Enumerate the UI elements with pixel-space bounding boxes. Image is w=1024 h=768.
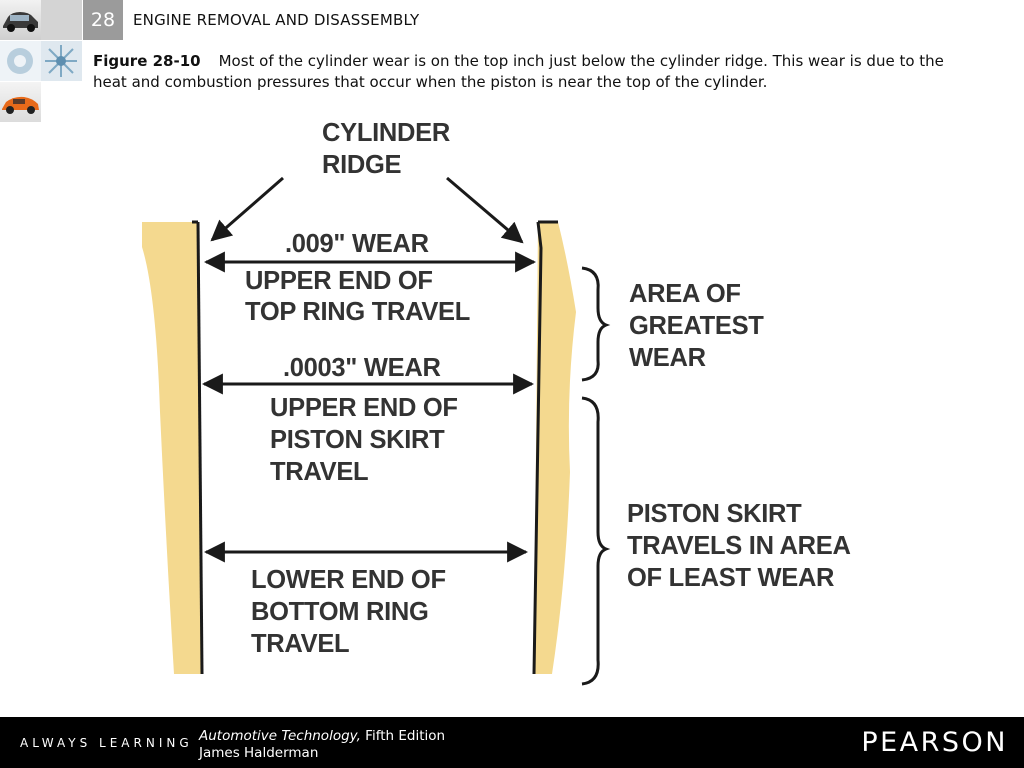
upper-top-ring-label-1: UPPER END OF — [245, 267, 433, 295]
left-bore-line — [196, 221, 204, 675]
right-cylinder-wall — [534, 222, 576, 674]
cylinder-wear-diagram: CYLINDER RIDGE .009" WEAR UPPER END OF T… — [142, 119, 851, 686]
publisher-logo: PEARSON — [861, 727, 1008, 758]
book-edition: Fifth Edition — [360, 728, 446, 744]
always-learning-tagline: ALWAYS LEARNING — [20, 736, 193, 750]
cylinder-ridge-label-1: CYLINDER — [322, 119, 450, 147]
greatest-wear-label-2: GREATEST — [629, 312, 764, 340]
figure-label: Figure 28-10 — [93, 52, 201, 70]
book-title: Automotive Technology, — [199, 728, 361, 744]
sports-car-thumbnail — [0, 82, 41, 122]
chapter-number: 28 — [83, 0, 123, 40]
upper-top-ring-label-2: TOP RING TRAVEL — [245, 298, 470, 326]
top-wear-label: .009" WEAR — [285, 230, 429, 258]
least-wear-label-1: PISTON SKIRT — [627, 500, 802, 528]
book-author: James Halderman — [199, 745, 319, 761]
cylinder-ridge-label-2: RIDGE — [322, 151, 402, 179]
ridge-arrow-left — [210, 176, 284, 242]
right-bore-line — [532, 221, 543, 675]
ridge-arrow-right — [446, 176, 524, 244]
upper-skirt-label-2: PISTON SKIRT — [270, 426, 445, 454]
least-wear-label-3: OF LEAST WEAR — [627, 564, 834, 592]
lower-bottom-ring-label-2: BOTTOM RING — [251, 598, 429, 626]
gear-thumbnail — [0, 41, 41, 81]
greatest-wear-label-1: AREA OF — [629, 280, 741, 308]
chapter-title: ENGINE REMOVAL AND DISASSEMBLY — [133, 11, 420, 29]
left-cylinder-wall — [142, 222, 202, 674]
book-credit: Automotive Technology, Fifth Edition Jam… — [199, 728, 445, 762]
figure-caption-text: Most of the cylinder wear is on the top … — [93, 52, 944, 91]
car-thumbnail — [0, 0, 41, 40]
upper-skirt-label-3: TRAVEL — [270, 458, 368, 486]
header-tile — [41, 0, 82, 40]
lower-bottom-ring-label-3: TRAVEL — [251, 630, 349, 658]
footer-bar: ALWAYS LEARNING Automotive Technology, F… — [0, 717, 1024, 768]
greatest-wear-brace — [581, 266, 611, 382]
least-wear-label-2: TRAVELS IN AREA — [627, 532, 851, 560]
upper-skirt-label-1: UPPER END OF — [270, 394, 458, 422]
turbine-thumbnail — [41, 41, 82, 81]
greatest-wear-label-3: WEAR — [629, 344, 706, 372]
least-wear-brace — [581, 396, 611, 686]
lower-bottom-ring-label-1: LOWER END OF — [251, 566, 446, 594]
mid-wear-label: .0003" WEAR — [283, 354, 441, 382]
